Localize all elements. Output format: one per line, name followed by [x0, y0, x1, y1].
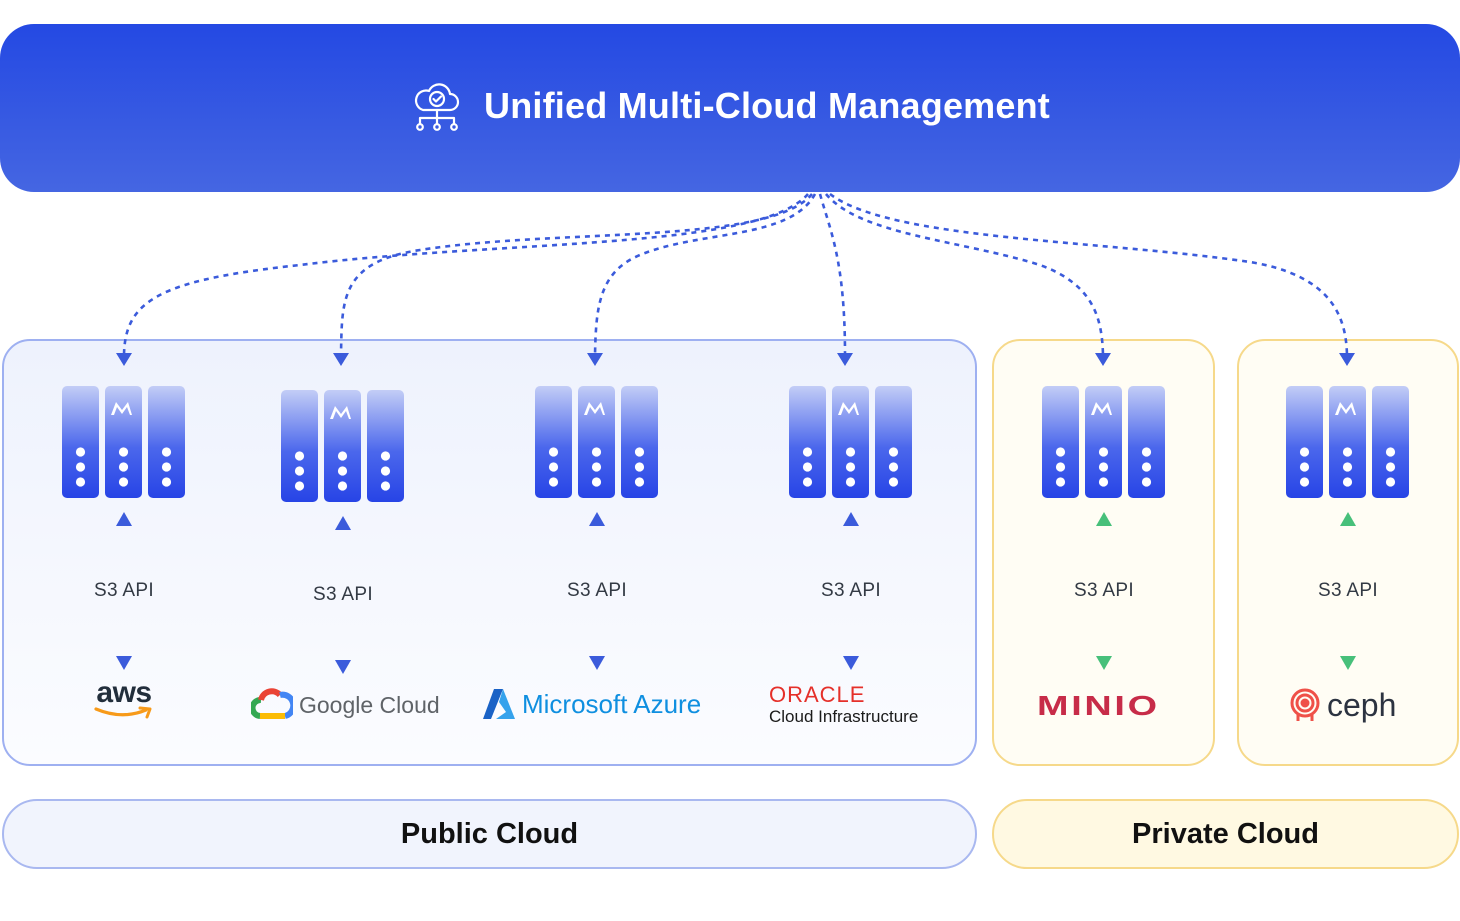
ceph-logo: ceph — [1288, 688, 1396, 722]
page-title: Unified Multi-Cloud Management — [484, 85, 1050, 126]
server-oracle — [789, 386, 912, 498]
private-cloud-label: Private Cloud — [992, 799, 1459, 869]
cloud-network-icon — [414, 83, 460, 131]
oracle-logo: ORACLE Cloud Infrastructure — [769, 684, 918, 728]
minio-logo: MINIO — [1037, 690, 1157, 722]
management-banner: Unified Multi-Cloud Management — [0, 24, 1460, 192]
ceph-wordmark: ceph — [1327, 687, 1397, 723]
connection-lines — [122, 192, 1349, 356]
server-azure — [535, 386, 658, 498]
api-arrows-public — [116, 512, 859, 674]
server-google — [281, 390, 404, 502]
minio-wordmark: MINIO — [1037, 690, 1160, 721]
s3-api-label-ceph: S3 API — [1318, 580, 1378, 601]
server-ceph — [1286, 386, 1409, 498]
s3-api-label-minio: S3 API — [1074, 580, 1134, 601]
ceph-icon — [1290, 688, 1320, 721]
aws-logo: aws — [90, 676, 158, 720]
azure-wordmark: Microsoft Azure — [522, 688, 702, 719]
server-aws — [62, 386, 185, 498]
s3-api-label-azure: S3 API — [567, 580, 627, 601]
oracle-subtitle: Cloud Infrastructure — [769, 707, 919, 726]
s3-api-label-google: S3 API — [313, 584, 373, 605]
google-cloud-icon — [251, 688, 293, 719]
s3-api-label-aws: S3 API — [94, 580, 154, 601]
google-cloud-wordmark: Google Cloud — [299, 691, 440, 718]
api-arrows-private — [1096, 512, 1356, 670]
server-minio — [1042, 386, 1165, 498]
connection-arrowheads — [116, 353, 1355, 366]
azure-logo: Microsoft Azure — [482, 688, 701, 720]
public-cloud-label: Public Cloud — [2, 799, 977, 869]
s3-api-label-oracle: S3 API — [821, 580, 881, 601]
oracle-wordmark: ORACLE — [769, 682, 866, 707]
google-cloud-logo: Google Cloud — [251, 688, 440, 722]
aws-wordmark: aws — [96, 676, 152, 709]
aws-smile-icon — [94, 706, 152, 719]
azure-icon — [483, 689, 515, 719]
